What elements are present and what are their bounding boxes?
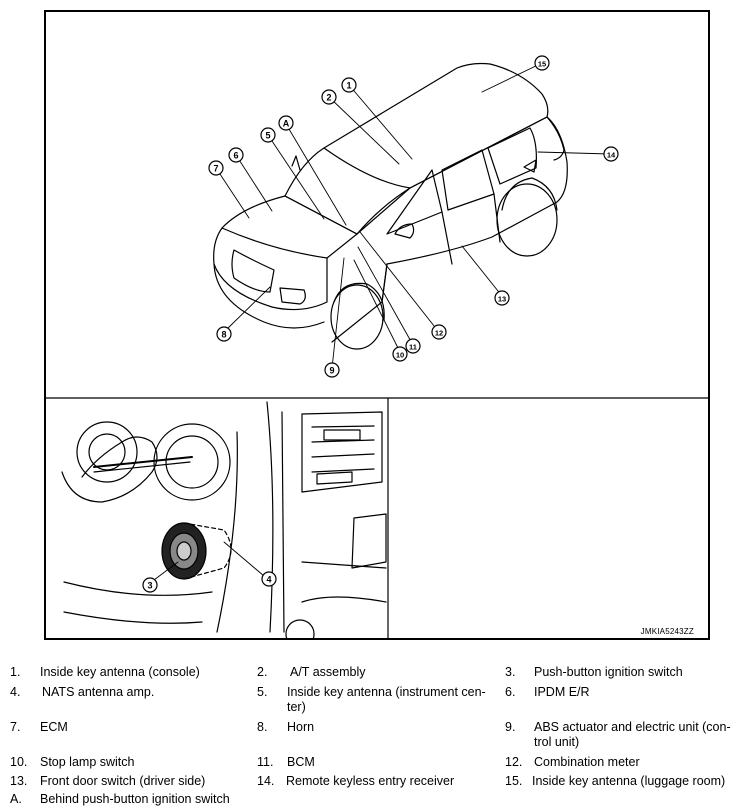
legend-text: ABS actuator and electric unit (con- — [534, 720, 731, 734]
legend-number: 10. — [10, 755, 28, 769]
callout-A: A — [278, 115, 294, 131]
legend-number: 13. — [10, 774, 28, 788]
callout-4: 4 — [261, 571, 277, 587]
svg-text:10: 10 — [396, 351, 404, 360]
legend-number: 14. — [257, 774, 275, 788]
legend-text: BCM — [287, 755, 315, 769]
legend-number: 1. — [10, 665, 21, 679]
svg-text:5: 5 — [265, 131, 270, 141]
svg-text:15: 15 — [538, 60, 546, 69]
svg-text:3: 3 — [147, 581, 152, 591]
figure-code: JMKIA5243ZZ — [640, 627, 694, 636]
legend-number: 4. — [10, 685, 21, 699]
legend-text: A/T assembly — [290, 665, 366, 679]
svg-text:8: 8 — [221, 330, 226, 340]
callout-9: 9 — [324, 362, 340, 378]
callout-2: 2 — [321, 89, 337, 105]
vehicle-illustration — [213, 62, 568, 350]
svg-text:14: 14 — [607, 151, 616, 160]
svg-text:6: 6 — [233, 151, 238, 161]
legend-text: trol unit) — [534, 735, 580, 749]
legend-number: A. — [10, 792, 22, 806]
legend-number: 15. — [505, 774, 523, 788]
callout-1: 1 — [341, 77, 357, 93]
inset-illustration — [61, 401, 387, 638]
legend-text: NATS antenna amp. — [42, 685, 155, 699]
callout-10: 10 — [392, 346, 408, 362]
callout-12: 12 — [431, 324, 447, 340]
legend-number: 11. — [257, 755, 274, 769]
callout-11: 11 — [405, 338, 421, 354]
legend-text: ter) — [287, 700, 306, 714]
legend-text: Inside key antenna (console) — [40, 665, 200, 679]
legend-number: 3. — [505, 665, 516, 679]
svg-text:9: 9 — [329, 366, 334, 376]
legend-text: Horn — [287, 720, 315, 734]
callout-6: 6 — [228, 147, 244, 163]
legend-number: 8. — [257, 720, 268, 734]
svg-text:7: 7 — [213, 164, 218, 174]
callout-8: 8 — [216, 326, 232, 342]
legend-text: Remote keyless entry receiver — [286, 774, 455, 788]
svg-text:4: 4 — [266, 575, 271, 585]
svg-text:A: A — [283, 119, 290, 129]
legend-text: Behind push-button ignition switch — [40, 792, 230, 806]
legend-text: ECM — [40, 720, 68, 734]
svg-text:12: 12 — [435, 329, 443, 338]
legend: 1. Inside key antenna (console) 2. A/T asse… — [0, 655, 752, 810]
svg-text:2: 2 — [326, 93, 331, 103]
svg-text:11: 11 — [409, 343, 417, 352]
legend-number: 7. — [10, 720, 21, 734]
legend-text: Front door switch (driver side) — [40, 774, 206, 788]
legend-text: Stop lamp switch — [40, 755, 135, 769]
leader-lines — [215, 62, 611, 369]
legend-number: 9. — [505, 720, 516, 734]
legend-number: 2. — [257, 665, 268, 679]
legend-number: 5. — [257, 685, 268, 699]
callout-5: 5 — [260, 127, 276, 143]
callout-3: 3 — [142, 577, 158, 593]
svg-text:1: 1 — [346, 81, 351, 91]
legend-text: IPDM E/R — [534, 685, 590, 699]
legend-number: 6. — [505, 685, 516, 699]
callout-14: 14 — [603, 146, 619, 162]
legend-text: Combination meter — [534, 755, 640, 769]
svg-text:13: 13 — [498, 295, 506, 304]
legend-number: 12. — [505, 755, 523, 769]
callout-13: 13 — [494, 290, 510, 306]
legend-text: Inside key antenna (instrument cen- — [287, 685, 486, 699]
legend-text: Inside key antenna (luggage room) — [532, 774, 726, 788]
callout-15: 15 — [534, 55, 550, 71]
legend-text: Push-button ignition switch — [534, 665, 683, 679]
callout-7: 7 — [208, 160, 224, 176]
